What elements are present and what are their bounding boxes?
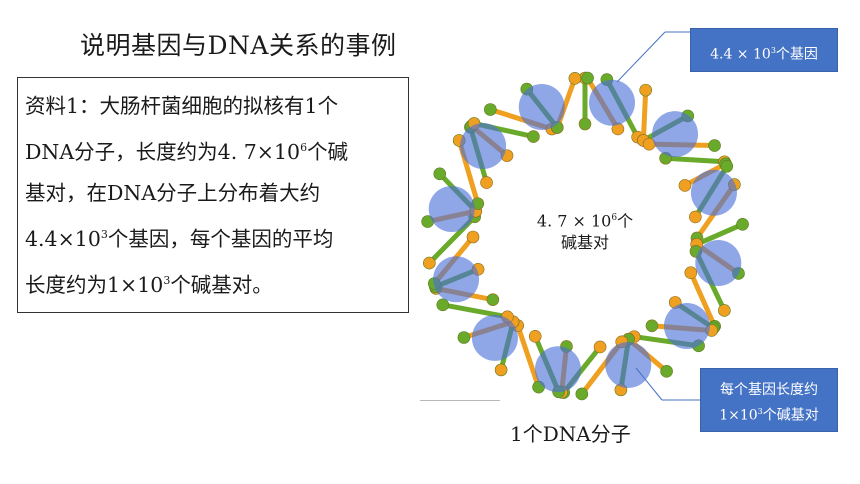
gene-length-line-2: 1×103个碱基对	[719, 407, 819, 424]
center-label-line-1: 4. 7 × 106个	[536, 211, 634, 231]
material-line-1: 资料1：大肠杆菌细胞的拟核有1个	[25, 94, 339, 118]
sugar-node	[527, 130, 540, 143]
material-line-2: DNA分子，长度约为4. 7×106个碱	[25, 139, 349, 164]
genes-count-callout: 4.4 × 103个基因	[690, 28, 838, 72]
phosphate-node	[708, 139, 721, 152]
gene-marker	[460, 122, 507, 169]
gene-marker	[663, 303, 710, 350]
sugar-node	[466, 230, 480, 244]
gene-marker	[605, 341, 652, 388]
phosphate-node	[436, 298, 450, 312]
gene-marker	[433, 256, 480, 303]
divider-line	[420, 400, 500, 401]
gene-marker	[518, 84, 565, 131]
diagram-caption: 1个DNA分子	[510, 422, 631, 446]
phosphate-node	[457, 331, 471, 344]
phosphate-node	[581, 71, 594, 85]
phosphate-node	[484, 103, 497, 116]
page-title: 说明基因与DNA关系的事例	[80, 31, 397, 60]
sugar-node	[689, 210, 702, 224]
phosphate-node	[433, 167, 447, 181]
connector-genes	[616, 31, 666, 83]
sugar-node	[528, 330, 542, 343]
center-label: 4. 7 × 106个 碱基对	[505, 207, 665, 254]
phosphate-node	[660, 365, 673, 378]
center-label-line-2: 碱基对	[560, 233, 609, 253]
base-pair-rung	[640, 87, 649, 143]
phosphate-node	[568, 72, 582, 85]
gene-marker	[589, 79, 636, 126]
sugar-node	[678, 179, 692, 192]
sugar-node	[645, 319, 659, 333]
sugar-node	[480, 176, 493, 189]
connector-gene-length	[635, 367, 663, 401]
material-line-5: 长度约为1×103个碱基对。	[25, 272, 273, 297]
gene-marker	[690, 169, 737, 216]
gene-length-line-1: 每个基因长度约	[720, 382, 818, 398]
gene-marker	[428, 185, 475, 232]
base-pair-rung	[515, 323, 542, 390]
gene-length-callout: 每个基因长度约 1×103个碱基对	[700, 368, 838, 432]
gene-marker	[534, 346, 581, 393]
sugar-node	[578, 117, 592, 131]
base-pair-rung	[688, 270, 718, 329]
material-line-4: 4.4×103个基因，每个基因的平均	[25, 226, 334, 251]
circular-dna-diagram	[421, 71, 749, 401]
base-pair-rung	[663, 155, 727, 165]
phosphate-node	[736, 217, 749, 231]
material-textbox: 资料1：大肠杆菌细胞的拟核有1个 DNA分子，长度约为4. 7×106个碱 基对…	[17, 77, 409, 313]
material-line-3: 基对，在DNA分子上分布着大约	[25, 180, 321, 205]
gene-marker	[652, 111, 699, 158]
phosphate-node	[720, 159, 734, 173]
sugar-node	[684, 266, 698, 280]
phosphate-node	[494, 363, 508, 377]
base-pair-rung	[440, 302, 510, 320]
phosphate-node	[718, 304, 731, 317]
gene-markers	[428, 79, 742, 393]
sugar-node	[593, 340, 607, 354]
phosphate-node	[423, 256, 436, 270]
base-pair-rung	[694, 221, 746, 247]
phosphate-node	[639, 83, 652, 97]
phosphate-node	[575, 387, 589, 401]
gene-marker	[695, 240, 742, 287]
gene-marker	[471, 314, 518, 361]
sugar-node	[486, 293, 500, 306]
